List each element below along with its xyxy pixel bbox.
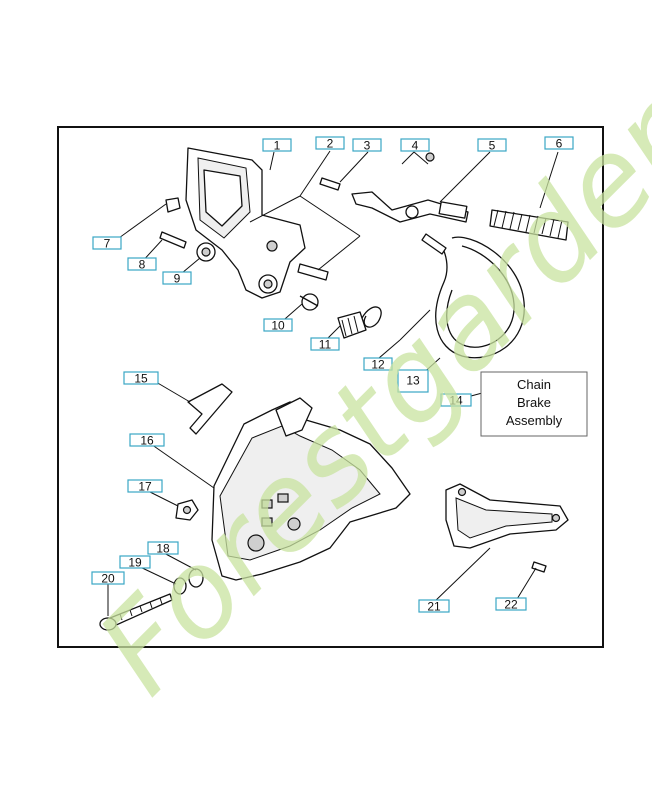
callout-number: 2 [327,137,334,151]
callout-number: 8 [139,258,146,272]
part-long-bolt [99,593,173,631]
callout-number: 11 [319,338,332,352]
part-screws-left [159,197,216,262]
callout-box [91,571,125,585]
part-nut [175,499,199,521]
callout-12: 12 [363,357,393,372]
callout-number: 1 [274,139,281,153]
diagram-frame [57,126,604,648]
callout-6: 6 [544,136,574,151]
callout-box [363,357,393,371]
callout-10: 10 [263,318,293,333]
callout-box [127,479,163,493]
callout-number: 19 [128,556,142,570]
callout-box [440,393,472,407]
callout-box [162,271,192,285]
callout-5: 5 [477,138,507,153]
callout-box [147,541,179,555]
part-lever-linkage [351,152,469,223]
part-cover-plate [445,483,569,549]
callout-number: 22 [504,598,518,612]
callout-box [397,369,429,393]
callout-box [544,136,574,150]
callout-number: 17 [138,480,152,494]
callout-7: 7 [92,236,122,251]
callout-18: 18 [147,541,179,556]
callout-box [129,433,165,447]
callout-22: 22 [495,597,527,612]
callout-number: 5 [489,139,496,153]
callout-number: 13 [406,374,420,388]
callout-17: 17 [127,479,163,494]
callout-14: 14 [440,393,472,408]
callout-number: 14 [449,394,463,408]
callout-2: 2 [315,136,345,151]
callout-number: 12 [371,358,385,372]
callout-number: 18 [156,542,170,556]
callout-number: 15 [134,372,148,386]
callout-box [92,236,122,250]
callout-box [119,555,151,569]
callout-3: 3 [352,138,382,153]
part-bracket [187,383,233,435]
part-front-hand-guard [185,147,306,299]
callout-box [315,136,345,150]
callout-11: 11 [310,337,340,352]
callout-number: 10 [271,319,285,333]
callout-9: 9 [162,271,192,286]
part-washers [173,568,204,595]
callout-4: 4 [400,138,430,153]
callout-13: 13 [397,369,429,393]
callout-number: 3 [364,139,371,153]
assembly-label-line-1: Chain [517,377,551,392]
callout-box [127,257,157,271]
callout-8: 8 [127,257,157,272]
part-pin [297,177,341,281]
part-bushing-spring [299,293,382,339]
assembly-label-line-3: Assembly [506,413,563,428]
parts-group [99,147,569,631]
callout-box [352,138,382,152]
callout-box [418,599,450,613]
part-brake-housing [211,397,411,581]
callout-number: 9 [174,272,181,286]
callout-1: 1 [262,138,292,153]
callout-box [310,337,340,351]
callout-box [262,138,292,152]
callout-number: 16 [140,434,154,448]
callout-box [400,138,430,152]
callout-20: 20 [91,571,125,586]
callout-21: 21 [418,599,450,614]
part-spring [489,209,569,241]
leader-lines [107,150,559,616]
callout-16: 16 [129,433,165,448]
callout-number: 21 [427,600,441,614]
assembly-label-line-2: Brake [517,395,551,410]
callout-15: 15 [123,371,159,386]
callout-box [477,138,507,152]
callout-number: 7 [104,237,111,251]
callout-19: 19 [119,555,151,570]
callout-number: 20 [101,572,115,586]
part-small-screw [531,561,547,573]
callout-box [263,318,293,332]
part-brake-band [421,233,525,359]
callout-number: 4 [412,139,419,153]
assembly-label-box: Chain Brake Assembly [480,371,588,437]
callout-number: 6 [556,137,563,151]
callout-box [123,371,159,385]
callout-box [495,597,527,611]
